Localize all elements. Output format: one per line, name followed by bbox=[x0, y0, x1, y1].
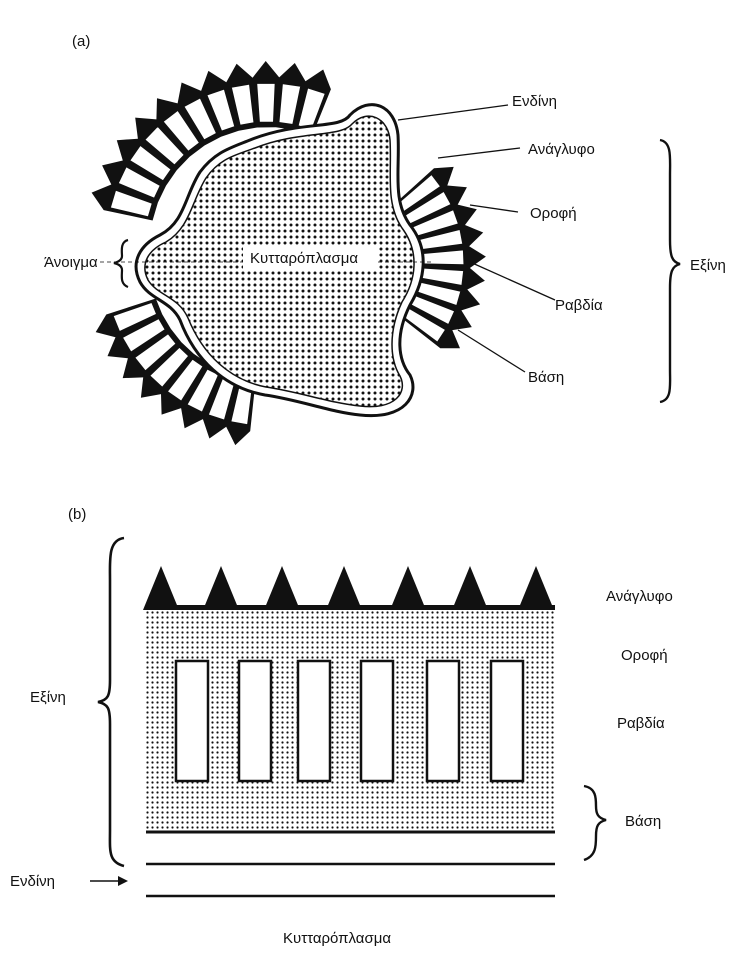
spine bbox=[452, 566, 488, 610]
exine-label-a: Εξίνη bbox=[690, 257, 726, 274]
rod bbox=[489, 659, 525, 783]
exine-cell bbox=[278, 83, 302, 126]
exine-cell bbox=[162, 109, 201, 152]
exine-label-b: Εξίνη bbox=[30, 689, 66, 706]
spine bbox=[326, 566, 362, 610]
anaglyfo-label-a: Ανάγλυφο bbox=[528, 141, 595, 158]
vasi-label-a: Βάση bbox=[528, 369, 564, 386]
cytoplasm-label-b: Κυτταρόπλασμα bbox=[283, 930, 391, 947]
spine bbox=[143, 566, 179, 610]
exine-cell bbox=[121, 317, 166, 353]
leader-rabdia-a bbox=[469, 261, 556, 301]
panel-b: (b) Εξίνη Ενδίνη Ανάγλυφο Οροφή Ραβδία Β… bbox=[10, 506, 673, 947]
panel-a: (a) Κυτταρόπλασμα Άνοιγμα Εν bbox=[44, 33, 726, 446]
exine-ring-upper bbox=[91, 61, 331, 221]
spine bbox=[203, 566, 239, 610]
rod bbox=[359, 659, 395, 783]
exine-cluster-upper bbox=[91, 61, 331, 221]
leader-vasi-a bbox=[457, 329, 526, 373]
exine-cell bbox=[183, 97, 218, 141]
rods-row bbox=[174, 659, 525, 783]
anaglyfo-label-b: Ανάγλυφο bbox=[606, 588, 673, 605]
exine-cell bbox=[133, 333, 177, 372]
exine-cell bbox=[109, 189, 153, 218]
aperture-brace bbox=[113, 238, 129, 289]
spine bbox=[518, 566, 554, 610]
leader-endine-a bbox=[397, 104, 509, 121]
leader-orofi-a bbox=[469, 204, 519, 213]
rod bbox=[174, 659, 210, 783]
endine-label-a: Ενδίνη bbox=[512, 93, 557, 110]
leader-anaglyfo-a bbox=[437, 147, 521, 159]
panel-a-tag: (a) bbox=[72, 33, 90, 50]
exine-block bbox=[146, 608, 555, 832]
exine-ring-right bbox=[389, 166, 486, 349]
exine-ring-lower bbox=[95, 298, 256, 446]
vasi-label-b: Βάση bbox=[625, 813, 661, 830]
rod bbox=[296, 659, 332, 783]
spines-row bbox=[143, 566, 554, 610]
rod bbox=[237, 659, 273, 783]
exine-cluster-lower bbox=[95, 298, 256, 446]
exine-cell bbox=[230, 83, 255, 126]
rabdia-label-b: Ραβδία bbox=[617, 715, 665, 732]
spine bbox=[390, 566, 426, 610]
vasi-brace-b bbox=[583, 784, 607, 862]
exine-cell bbox=[166, 358, 204, 402]
exine-cell bbox=[256, 82, 276, 123]
spine bbox=[264, 566, 300, 610]
cytoplasm-label-box bbox=[243, 245, 378, 269]
orofi-label-b: Οροφή bbox=[621, 647, 668, 664]
exine-cell bbox=[129, 144, 172, 182]
orofi-label-a: Οροφή bbox=[530, 205, 577, 222]
exine-cell bbox=[149, 346, 190, 389]
exine-cell bbox=[112, 301, 158, 333]
exine-cell bbox=[206, 88, 236, 132]
exine-cell bbox=[186, 368, 220, 413]
panel-b-tag: (b) bbox=[68, 506, 86, 523]
exine-brace-a bbox=[659, 138, 681, 404]
exine-brace-b bbox=[97, 536, 125, 868]
endine-arrow-head bbox=[118, 876, 128, 886]
rod bbox=[425, 659, 461, 783]
endine-label-b: Ενδίνη bbox=[10, 873, 55, 890]
exine-cell bbox=[117, 166, 161, 199]
rabdia-label-a: Ραβδία bbox=[555, 297, 603, 314]
aperture-label: Άνοιγμα bbox=[44, 254, 98, 271]
cytoplasm-label-a: Κυτταρόπλασμα bbox=[250, 250, 358, 267]
exine-cell bbox=[144, 125, 185, 166]
exine-cluster-right bbox=[389, 166, 486, 349]
